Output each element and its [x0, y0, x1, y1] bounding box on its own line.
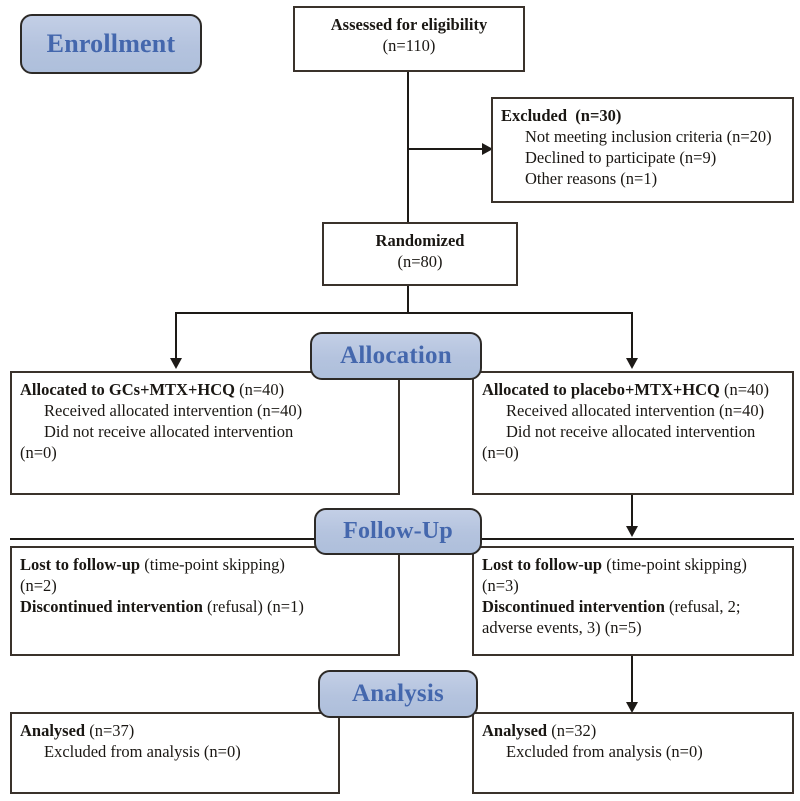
arrow-followup-right: [626, 526, 638, 537]
node-excluded: Excluded (n=30) Not meeting inclusion cr…: [491, 97, 794, 203]
node-allocated-left: Allocated to GCs+MTX+HCQ (n=40) Received…: [10, 371, 400, 495]
excluded-reason-3: Other reasons (n=1): [525, 169, 658, 189]
analysis-right-title: Analysed (n=32): [482, 721, 597, 740]
connector-randomized-down: [407, 286, 409, 313]
connector-allocation-split: [175, 312, 633, 314]
node-followup-left: Lost to follow-up (time-point skipping) …: [10, 546, 400, 656]
stage-badge-allocation-label: Allocation: [340, 342, 452, 369]
stage-badge-enrollment: Enrollment: [20, 14, 202, 74]
excluded-reason-2: Declined to participate (n=9): [525, 148, 717, 168]
randomized-title: Randomized: [375, 231, 465, 250]
alloc-left-received: Received allocated intervention (n=40): [44, 401, 303, 421]
arrow-analysis-right: [626, 702, 638, 713]
stage-badge-enrollment-label: Enrollment: [46, 29, 176, 58]
assessed-title: Assessed for eligibility: [330, 15, 488, 34]
alloc-left-not-received: Did not receive allocated intervention: [44, 422, 294, 442]
stage-badge-followup: Follow-Up: [314, 508, 482, 555]
arrow-allocation-left: [170, 358, 182, 369]
followup-left-lost-count: (n=2): [20, 576, 57, 596]
connector-assessed-down: [407, 72, 409, 238]
followup-right-discontinued: Discontinued intervention (refusal, 2;: [482, 597, 741, 617]
analysis-left-excluded: Excluded from analysis (n=0): [44, 742, 241, 762]
analysis-right-excluded: Excluded from analysis (n=0): [506, 742, 703, 762]
connector-allocation-right-down: [631, 312, 633, 362]
analysis-left-title: Analysed (n=37): [20, 721, 135, 740]
node-analysed-right: Analysed (n=32) Excluded from analysis (…: [472, 712, 794, 794]
alloc-right-received: Received allocated intervention (n=40): [506, 401, 765, 421]
alloc-left-not-received-count: (n=0): [20, 443, 57, 463]
connector-analysis-right-down: [631, 656, 633, 706]
stage-badge-analysis-label: Analysis: [352, 680, 444, 707]
node-followup-right: Lost to follow-up (time-point skipping) …: [472, 546, 794, 656]
node-assessed-for-eligibility: Assessed for eligibility (n=110): [293, 6, 525, 72]
alloc-right-title: Allocated to placebo+MTX+HCQ (n=40): [482, 380, 770, 399]
arrow-to-excluded: [482, 143, 493, 155]
stage-badge-analysis: Analysis: [318, 670, 478, 718]
node-analysed-left: Analysed (n=37) Excluded from analysis (…: [10, 712, 340, 794]
stage-badge-allocation: Allocation: [310, 332, 482, 380]
followup-left-discontinued: Discontinued intervention (refusal) (n=1…: [20, 597, 304, 617]
arrow-allocation-right: [626, 358, 638, 369]
followup-right-lost: Lost to follow-up (time-point skipping): [482, 555, 747, 574]
randomized-count: (n=80): [397, 252, 443, 272]
followup-left-lost: Lost to follow-up (time-point skipping): [20, 555, 285, 574]
stage-badge-followup-label: Follow-Up: [343, 518, 453, 544]
connector-followup-right-down: [631, 495, 633, 530]
followup-right-lost-count: (n=3): [482, 576, 519, 596]
node-allocated-right: Allocated to placebo+MTX+HCQ (n=40) Rece…: [472, 371, 794, 495]
alloc-right-not-received: Did not receive allocated intervention: [506, 422, 756, 442]
alloc-left-title: Allocated to GCs+MTX+HCQ (n=40): [20, 380, 285, 399]
followup-right-discontinued-cont: adverse events, 3) (n=5): [482, 618, 642, 638]
excluded-reason-1: Not meeting inclusion criteria (n=20): [525, 127, 772, 147]
assessed-count: (n=110): [382, 36, 436, 56]
alloc-right-not-received-count: (n=0): [482, 443, 519, 463]
excluded-title: Excluded (n=30): [501, 106, 622, 125]
connector-to-excluded: [407, 148, 482, 150]
connector-allocation-left-down: [175, 312, 177, 362]
node-randomized: Randomized (n=80): [322, 222, 518, 286]
